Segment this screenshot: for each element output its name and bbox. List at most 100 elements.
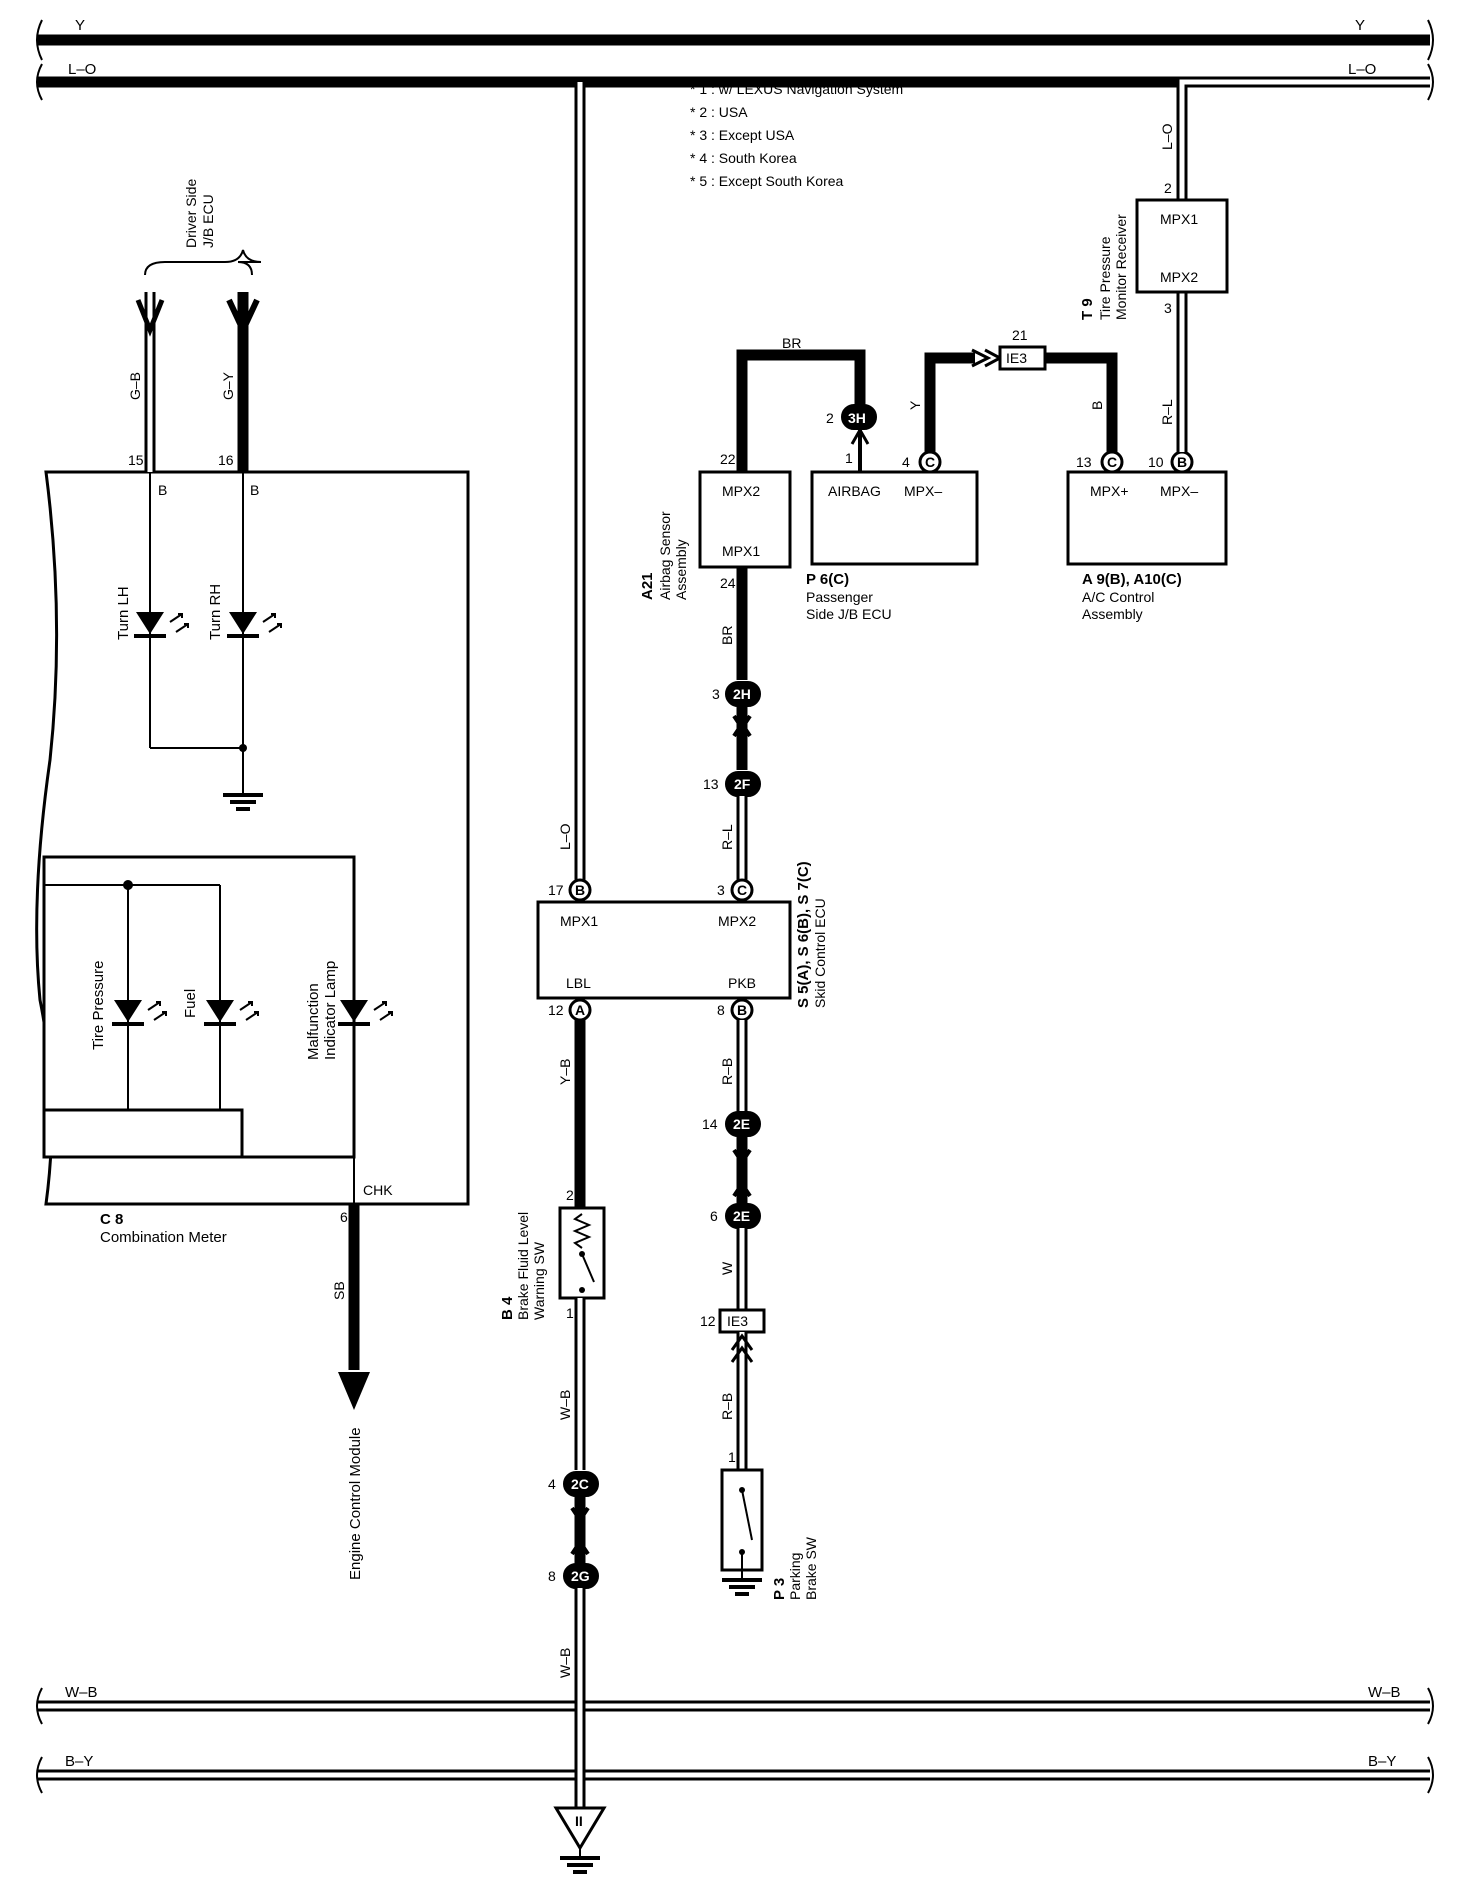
passenger-jb-ecu: AIRBAG MPX– P 6(C) Passenger Side J/B EC… (806, 348, 1004, 622)
note-1: * 1 : w/ LEXUS Navigation System (690, 81, 903, 97)
svg-text:2E: 2E (733, 1116, 750, 1132)
svg-text:R–B: R–B (719, 1058, 735, 1085)
parking-brake-switch: P 3 Parking Brake SW (720, 1468, 819, 1600)
airbag-name-2: Assembly (673, 539, 689, 600)
pjb-airbag: AIRBAG (828, 483, 881, 499)
ac-b: B (1177, 454, 1187, 470)
terminal-chk: CHK (363, 1182, 393, 1198)
wire-rb-skid: R–B (719, 1020, 748, 1112)
ac-code: A 9(B), A10(C) (1082, 571, 1182, 588)
combination-meter-code: C 8 (100, 1211, 123, 1228)
svg-text:4: 4 (548, 1476, 556, 1492)
tire-receiver: L–O 2 MPX1 MPX2 3 T 9 Tire Pressure Moni… (1079, 76, 1430, 320)
bus-by-label-left: B–Y (65, 1753, 93, 1770)
svg-text:8: 8 (717, 1002, 725, 1018)
pjb-c: C (925, 454, 935, 470)
bus-lo-label-right: L–O (1348, 61, 1376, 78)
note-3: * 3 : Except USA (690, 127, 795, 143)
svg-text:B: B (575, 882, 585, 898)
brake-fluid-switch: 1 B 4 Brake Fluid Level Warning SW (499, 1206, 606, 1321)
receiver-pin-2: 2 (1164, 180, 1172, 196)
lamp-turn-lh: Turn LH (115, 586, 132, 640)
combination-meter: C 8 Combination Meter Driver Side J/B EC… (35, 179, 470, 1580)
pjb-pin-4: 4 (902, 454, 910, 470)
bus-y-label-right: Y (1355, 17, 1365, 34)
svg-text:R–B: R–B (719, 1393, 735, 1420)
wire-sb-label: SB (331, 1281, 347, 1300)
svg-text:Y–B: Y–B (557, 1059, 573, 1085)
airbag-name-1: Airbag Sensor (657, 511, 673, 600)
connector-2e-a: 2E 14 (702, 1111, 761, 1137)
bus-wb: W–B W–B (36, 1684, 1434, 1725)
combination-meter-name: Combination Meter (100, 1229, 227, 1246)
connector-2g: 2G 8 (548, 1563, 599, 1589)
parking-name-2: Brake SW (803, 1536, 819, 1600)
pjb-pin-1: 1 (845, 450, 853, 466)
svg-text:2H: 2H (733, 686, 751, 702)
svg-text:W: W (719, 1261, 735, 1275)
lamp-malfunction-2: Indicator Lamp (322, 961, 339, 1060)
lamp-malfunction-1: Malfunction (305, 983, 322, 1060)
svg-text:LBL: LBL (566, 975, 591, 991)
wire-gb-label: G–B (127, 372, 143, 400)
svg-text:6: 6 (710, 1208, 718, 1224)
airbag-pin-24: 24 (720, 575, 736, 591)
svg-text:2: 2 (566, 1187, 574, 1203)
svg-text:PKB: PKB (728, 975, 756, 991)
airbag-mpx2: MPX2 (722, 483, 760, 499)
wire-lo-skid-label: L–O (557, 823, 573, 850)
wire-wb-1: W–B (557, 1298, 586, 1470)
bus-by-label-right: B–Y (1368, 1753, 1396, 1770)
svg-text:2C: 2C (571, 1476, 589, 1492)
svg-text:MPX2: MPX2 (718, 913, 756, 929)
wire-wb-2: W–B (557, 1588, 586, 1808)
wire-rb-parking: R–B 1 (719, 1332, 754, 1470)
connector-2c-arrows (570, 1506, 590, 1556)
brake-fluid-code: B 4 (499, 1296, 516, 1320)
connector-ie3: IE3 12 (700, 1308, 766, 1334)
pjb-name-1: Passenger (806, 589, 873, 605)
ac-c: C (1107, 454, 1117, 470)
svg-text:8: 8 (548, 1568, 556, 1584)
bus-wb-label-left: W–B (65, 1684, 98, 1701)
airbag-sensor: BR MPX2 MPX1 22 24 A21 Airbag Sensor Ass… (639, 335, 866, 680)
lamp-turn-rh: Turn RH (207, 584, 224, 640)
driver-jb-label-1: Driver Side (183, 179, 199, 248)
svg-text:B: B (737, 1002, 747, 1018)
connector-2c: 2C 4 (548, 1471, 599, 1497)
lamp-fuel: Fuel (182, 989, 199, 1018)
wire-lo-skid: L–O (557, 82, 586, 890)
receiver-name-1: Tire Pressure (1097, 236, 1113, 320)
svg-text:2F: 2F (734, 776, 751, 792)
ac-pin-13: 13 (1076, 454, 1092, 470)
ecm-label: Engine Control Module (347, 1427, 364, 1580)
ac-mpx-minus: MPX– (1160, 483, 1198, 499)
pjb-mpx-minus: MPX– (904, 483, 942, 499)
svg-text:MPX1: MPX1 (560, 913, 598, 929)
pjb-pin-2: 2 (826, 410, 834, 426)
airbag-mpx1: MPX1 (722, 543, 760, 559)
svg-text:C: C (737, 882, 747, 898)
skid-name: Skid Control ECU (812, 898, 828, 1008)
wire-yb: Y–B 2 (557, 1020, 586, 1208)
terminal-b1: B (158, 482, 167, 498)
svg-text:17: 17 (548, 882, 564, 898)
ac-mpx-plus: MPX+ (1090, 483, 1129, 499)
brake-fluid-name-1: Brake Fluid Level (515, 1212, 531, 1320)
wire-rl-skid-label: R–L (719, 824, 735, 850)
wire-y-label: Y (907, 400, 923, 410)
wire-rl-ac: R–L (1159, 399, 1175, 425)
svg-text:3: 3 (712, 686, 720, 702)
bus-lo-label-left: L–O (68, 61, 96, 78)
svg-text:2E: 2E (733, 1208, 750, 1224)
connector-2e-arrows (732, 1148, 752, 1198)
svg-text:IE3: IE3 (727, 1313, 748, 1329)
ac-name-1: A/C Control (1082, 589, 1154, 605)
wire-w: W (719, 1228, 748, 1310)
wire-b-label: B (1089, 401, 1105, 410)
ac-control: IE3 21 B C 13 B 10 MPX+ MPX– A 9(B), A10… (998, 292, 1228, 622)
driver-jb-label-2: J/B ECU (200, 194, 216, 248)
svg-text:12: 12 (548, 1002, 564, 1018)
svg-text:13: 13 (703, 776, 719, 792)
ground-main: II (553, 1806, 607, 1874)
